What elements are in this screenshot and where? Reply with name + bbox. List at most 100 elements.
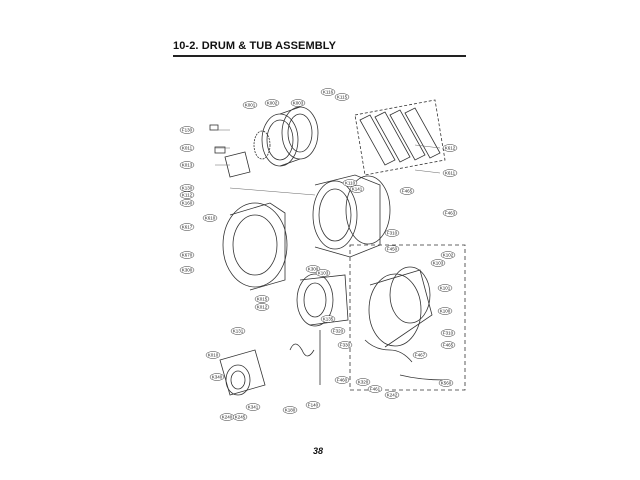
callout-k245: K245: [232, 413, 248, 421]
title-underline: [173, 55, 466, 57]
svg-text:K101: K101: [440, 286, 451, 291]
rear-tub: [349, 244, 466, 391]
exploded-parts-diagram: K116 K115 K001 K002 K003 F130 K011 K013 …: [179, 88, 466, 421]
callout-k013: K013: [179, 161, 195, 169]
svg-text:F450: F450: [387, 247, 398, 252]
callout-f130: F130: [179, 126, 195, 134]
callout-k341: K341: [245, 403, 261, 411]
svg-text:K010: K010: [208, 353, 219, 358]
svg-text:K002: K002: [267, 101, 278, 106]
svg-text:F320: F320: [333, 329, 344, 334]
svg-text:K300: K300: [182, 268, 193, 273]
callout-k340: K340: [209, 373, 225, 381]
svg-text:K001: K001: [245, 103, 256, 108]
callout-k011: K011: [179, 144, 195, 152]
svg-text:K116: K116: [323, 90, 334, 95]
callout-f465a: F465: [399, 187, 415, 195]
callout-f465b: F465: [440, 341, 456, 349]
svg-text:K560: K560: [441, 381, 452, 386]
callout-k116: K116: [320, 88, 336, 96]
svg-text:K013: K013: [182, 163, 193, 168]
callout-k103b: K103: [315, 269, 331, 277]
svg-text:F330: F330: [340, 343, 351, 348]
callout-k617: K617: [179, 223, 195, 231]
svg-text:K240: K240: [222, 415, 233, 420]
callout-k010: K010: [205, 351, 221, 359]
svg-text:K670: K670: [182, 253, 193, 258]
svg-text:K611: K611: [445, 171, 456, 176]
svg-text:K011: K011: [182, 146, 193, 151]
svg-text:K617: K617: [182, 225, 193, 230]
svg-text:F310: F310: [387, 231, 398, 236]
callout-k012: K012: [254, 303, 270, 311]
callout-k110: K110: [342, 179, 358, 187]
callout-f140: F140: [305, 401, 321, 409]
callout-k560: K560: [438, 379, 454, 387]
svg-text:F140: F140: [308, 403, 319, 408]
callout-f320: F320: [330, 327, 346, 335]
callout-f310b: F310: [440, 329, 456, 337]
svg-text:K003: K003: [293, 101, 304, 106]
svg-text:K135: K135: [323, 317, 334, 322]
svg-text:K112: K112: [182, 193, 193, 198]
callout-k300a: K300: [179, 266, 195, 274]
part-callouts: K116 K115 K001 K002 K003 F130 K011 K013 …: [179, 88, 458, 421]
svg-text:K131: K131: [233, 329, 244, 334]
callout-f463: F463: [442, 209, 458, 217]
callout-k610: K610: [202, 214, 218, 222]
svg-text:K130: K130: [182, 186, 193, 191]
svg-text:F465: F465: [402, 189, 413, 194]
callout-k670: K670: [179, 251, 195, 259]
callout-f450: F450: [384, 245, 400, 253]
callout-k101: K101: [437, 284, 453, 292]
svg-text:K110: K110: [345, 181, 356, 186]
callout-k103a: K103: [430, 259, 446, 267]
callout-k002: K002: [264, 99, 280, 107]
callout-k180: K180: [282, 406, 298, 414]
callout-f467: F467: [412, 351, 428, 359]
svg-text:K103: K103: [318, 271, 329, 276]
drum-bearing-housing: [253, 106, 319, 167]
callout-k160: K160: [179, 199, 195, 207]
callout-k300b: K300: [305, 265, 321, 273]
svg-text:F461: F461: [370, 387, 381, 392]
svg-text:F310: F310: [443, 331, 454, 336]
drain-hose: [364, 339, 446, 381]
svg-text:K012: K012: [257, 305, 268, 310]
callout-f310a: F310: [384, 229, 400, 237]
callout-k115: K115: [334, 93, 350, 101]
front-tub: [222, 202, 288, 291]
callout-f460: F460: [334, 376, 350, 384]
callout-f461: F461: [367, 385, 383, 393]
callout-k015: K015: [254, 295, 270, 303]
svg-text:K612: K612: [445, 146, 456, 151]
svg-text:K102: K102: [443, 253, 454, 258]
svg-text:K341: K341: [248, 405, 259, 410]
callout-k003: K003: [290, 99, 306, 107]
svg-text:K100: K100: [440, 309, 451, 314]
callout-k320: K320: [355, 378, 371, 386]
svg-text:K242: K242: [387, 393, 398, 398]
svg-text:F465: F465: [443, 343, 454, 348]
callout-k611: K611: [442, 169, 458, 177]
callout-k112: K112: [179, 191, 195, 199]
svg-text:F130: F130: [182, 128, 193, 133]
svg-text:K103: K103: [433, 261, 444, 266]
svg-text:K320: K320: [358, 380, 369, 385]
callout-k102: K102: [440, 251, 456, 259]
callout-k100: K100: [437, 307, 453, 315]
svg-text:K141: K141: [352, 187, 363, 192]
svg-text:K115: K115: [337, 95, 348, 100]
callout-k130: K130: [179, 184, 195, 192]
svg-text:K610: K610: [205, 216, 216, 221]
drum: [312, 174, 391, 258]
callout-k141: K141: [349, 185, 365, 193]
callout-k135: K135: [320, 315, 336, 323]
svg-text:F460: F460: [337, 378, 348, 383]
svg-text:F467: F467: [415, 353, 426, 358]
callout-f330: F330: [337, 341, 353, 349]
callout-k240: K240: [219, 413, 235, 421]
side-brackets: [354, 99, 446, 176]
svg-text:K340: K340: [212, 375, 223, 380]
section-title: 10-2. DRUM & TUB ASSEMBLY: [173, 40, 337, 52]
